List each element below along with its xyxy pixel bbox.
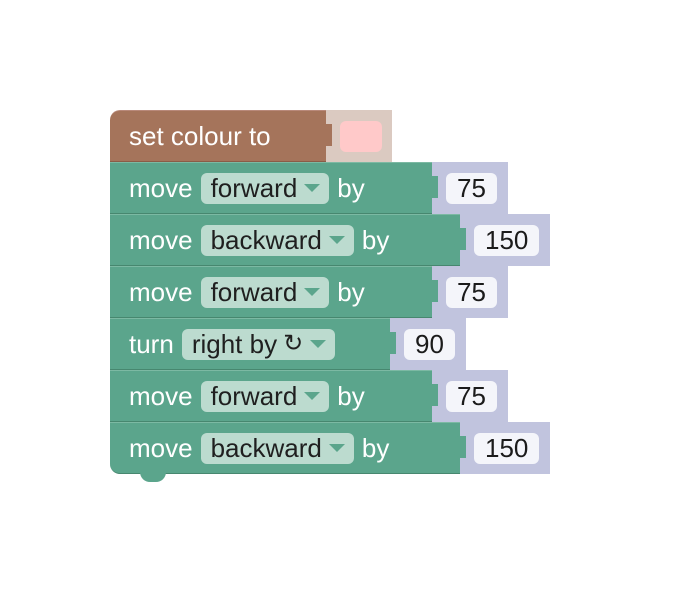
move-label: move — [129, 433, 193, 463]
number-input-socket[interactable]: 75 — [426, 162, 508, 214]
number-field[interactable]: 75 — [446, 172, 497, 204]
caret-down-icon — [310, 340, 327, 348]
set-colour-label: set colour to — [129, 121, 271, 151]
number-input-socket[interactable]: 90 — [384, 318, 466, 370]
move-block-5[interactable]: move backward by — [110, 422, 460, 482]
caret-down-icon — [304, 184, 321, 192]
number-field[interactable]: 150 — [474, 432, 540, 464]
by-label: by — [337, 381, 365, 411]
colour-input-socket[interactable] — [320, 110, 392, 162]
by-label: by — [337, 173, 365, 203]
direction-dropdown[interactable]: forward — [200, 276, 330, 308]
caret-down-icon — [328, 236, 345, 244]
caret-down-icon — [304, 392, 321, 400]
by-label: by — [361, 225, 390, 255]
move-block-2[interactable]: move backward by — [110, 214, 460, 266]
socket-connector — [426, 384, 438, 406]
move-block-4[interactable]: move forward by — [110, 370, 432, 422]
socket-connector — [426, 280, 438, 302]
direction-dropdown[interactable]: forward — [200, 380, 330, 412]
direction-dropdown[interactable]: forward — [200, 172, 330, 204]
set-colour-block[interactable]: set colour to — [110, 110, 326, 162]
move-label: move — [129, 173, 193, 203]
number-field[interactable]: 75 — [446, 380, 497, 412]
number-field[interactable]: 75 — [446, 276, 497, 308]
number-input-socket[interactable]: 75 — [426, 266, 508, 318]
direction-value: forward — [210, 277, 298, 307]
move-block-1[interactable]: move forward by — [110, 162, 432, 214]
socket-connector — [454, 228, 466, 250]
direction-value: forward — [210, 381, 298, 411]
move-label: move — [129, 225, 193, 255]
turn-direction-value: right by — [191, 329, 278, 359]
move-label: move — [129, 277, 193, 307]
turn-block[interactable]: turn right by ↻ — [110, 318, 390, 370]
by-label: by — [361, 433, 390, 463]
caret-down-icon — [328, 444, 345, 452]
direction-dropdown[interactable]: backward — [200, 224, 354, 256]
number-input-socket[interactable]: 150 — [454, 214, 550, 266]
move-label: move — [129, 381, 193, 411]
number-input-socket[interactable]: 75 — [426, 370, 508, 422]
caret-down-icon — [304, 288, 321, 296]
next-connector-tab — [140, 472, 166, 482]
direction-value: forward — [210, 173, 298, 203]
turn-direction-dropdown[interactable]: right by ↻ — [181, 328, 336, 360]
socket-connector — [426, 176, 438, 198]
number-input-socket[interactable]: 150 — [454, 422, 550, 474]
socket-connector — [454, 436, 466, 458]
turn-label: turn — [129, 329, 174, 359]
socket-connector — [320, 124, 332, 146]
direction-dropdown[interactable]: backward — [200, 432, 354, 464]
move-block-3[interactable]: move forward by — [110, 266, 432, 318]
number-field[interactable]: 90 — [404, 328, 455, 360]
rotate-clockwise-icon: ↻ — [283, 330, 304, 357]
socket-connector — [384, 332, 396, 354]
by-label: by — [337, 277, 365, 307]
direction-value: backward — [210, 433, 322, 463]
direction-value: backward — [210, 225, 322, 255]
number-field[interactable]: 150 — [474, 224, 540, 256]
colour-swatch[interactable] — [340, 120, 382, 152]
